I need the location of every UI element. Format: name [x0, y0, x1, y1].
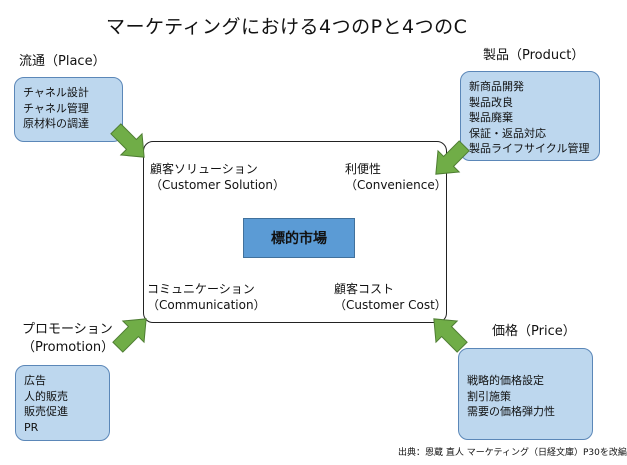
solution-label-en: （Customer Solution） [150, 178, 285, 192]
communication-label-jp: コミュニケーション [147, 282, 255, 296]
product-item: 製品廃棄 [469, 111, 513, 124]
product-item: 保証・返品対応 [469, 126, 546, 140]
convenience-label-en: （Convenience） [345, 178, 447, 192]
product-heading: 製品（Product） [483, 48, 585, 63]
place-item: 原材料の調達 [23, 117, 89, 130]
communication-label: コミュニケーション （Communication） [147, 281, 266, 313]
promotion-item: 人的販売 [24, 389, 68, 403]
product-item: 製品ライフサイクル管理 [469, 142, 590, 155]
convenience-label-jp: 利便性 [345, 162, 382, 176]
place-box: チャネル設計 チャネル管理 原材料の調達 [14, 77, 123, 142]
place-item: チャネル設計 [23, 86, 89, 99]
convenience-label: 利便性 （Convenience） [345, 161, 447, 193]
source-note: 出典：恩蔵 直人 マーケティング（日経文庫）P30を改編 [398, 448, 627, 458]
price-item: 戦略的価格設定 [467, 374, 544, 387]
arrow-product [424, 134, 476, 186]
product-item: 新商品開発 [469, 80, 524, 93]
arrow-promotion [106, 307, 158, 359]
solution-label: 顧客ソリューション （Customer Solution） [150, 161, 285, 193]
promotion-heading: プロモーション [22, 322, 113, 337]
arrow-price [422, 307, 474, 359]
place-item: チャネル管理 [23, 101, 89, 115]
arrow-place [104, 117, 156, 169]
promotion-box: 広告 人的販売 販売促進 PR [15, 365, 110, 441]
price-item: 需要の価格弾力性 [467, 405, 555, 418]
promotion-item: 販売促進 [24, 405, 68, 418]
promotion-item: 広告 [24, 374, 46, 387]
price-heading: 価格（Price） [492, 324, 576, 339]
promotion-item: PR [24, 420, 39, 434]
cost-label: 顧客コスト （Customer Cost） [334, 281, 447, 313]
target-market-box: 標的市場 [243, 218, 355, 258]
cost-label-en: （Customer Cost） [334, 298, 447, 312]
product-item: 製品改良 [469, 95, 513, 109]
price-item: 割引施策 [467, 389, 511, 403]
cost-label-jp: 顧客コスト [334, 282, 395, 296]
price-box: 戦略的価格設定 割引施策 需要の価格弾力性 [458, 348, 593, 440]
solution-label-jp: 顧客ソリューション [150, 162, 258, 176]
diagram-title: マーケティングにおける4つのPと4つのC [106, 16, 468, 38]
communication-label-en: （Communication） [147, 298, 266, 312]
promotion-heading-en: （Promotion） [22, 340, 115, 355]
product-box: 新商品開発 製品改良 製品廃棄 保証・返品対応 製品ライフサイクル管理 [460, 71, 600, 161]
market-frame [143, 141, 447, 323]
place-heading: 流通（Place） [19, 54, 106, 69]
